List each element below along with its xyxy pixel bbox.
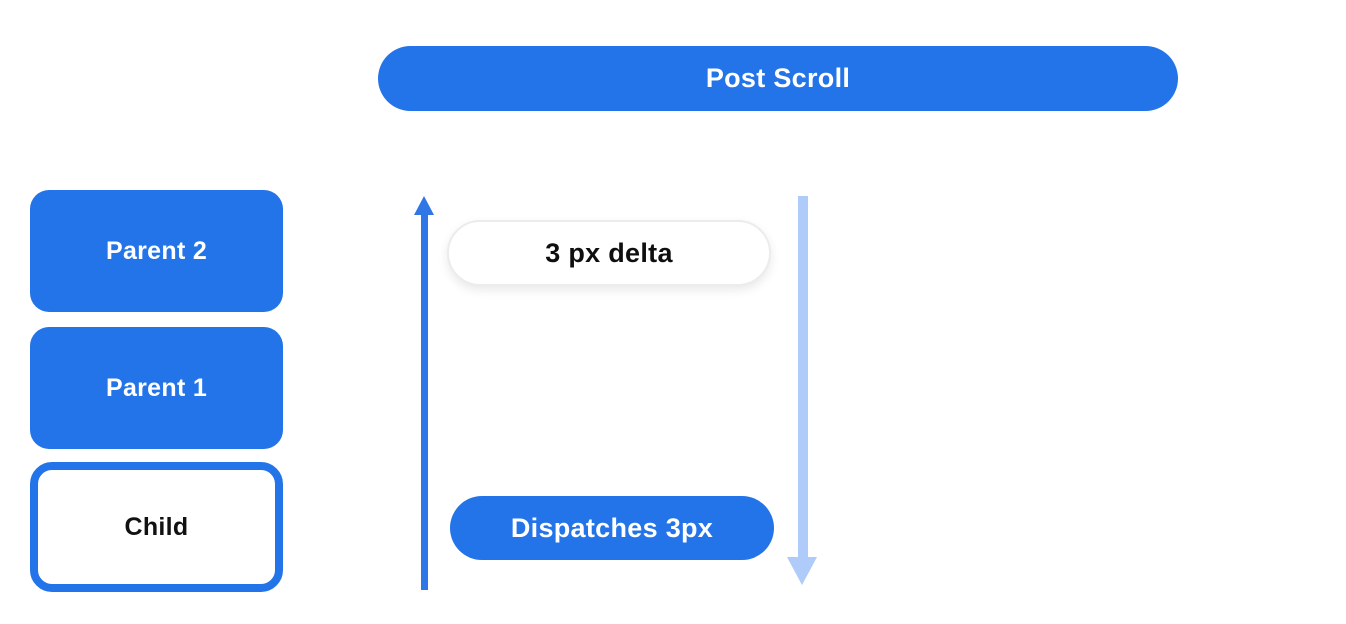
dispatch-pill: Dispatches 3px (450, 496, 774, 560)
post-scroll-label: Post Scroll (705, 63, 851, 93)
arrow-down-head (787, 557, 817, 585)
dispatch-pill-label: Dispatches 3px (510, 512, 714, 543)
node-parent-2-label: Parent 2 (105, 236, 208, 265)
node-parent-2: Parent 2 (30, 190, 283, 312)
delta-pill: 3 px delta (447, 220, 771, 286)
node-child: Child (30, 462, 283, 592)
arrow-down-icon (787, 196, 818, 585)
post-scroll-banner: Post Scroll (378, 46, 1178, 111)
arrow-up-icon (414, 196, 435, 590)
node-parent-1: Parent 1 (30, 327, 283, 449)
node-child-label: Child (124, 512, 189, 541)
arrow-up-shaft (421, 213, 428, 590)
node-parent-1-label: Parent 1 (105, 373, 208, 402)
arrow-down-shaft (797, 196, 808, 557)
delta-pill-label: 3 px delta (545, 237, 673, 268)
arrow-up-head (414, 196, 434, 215)
